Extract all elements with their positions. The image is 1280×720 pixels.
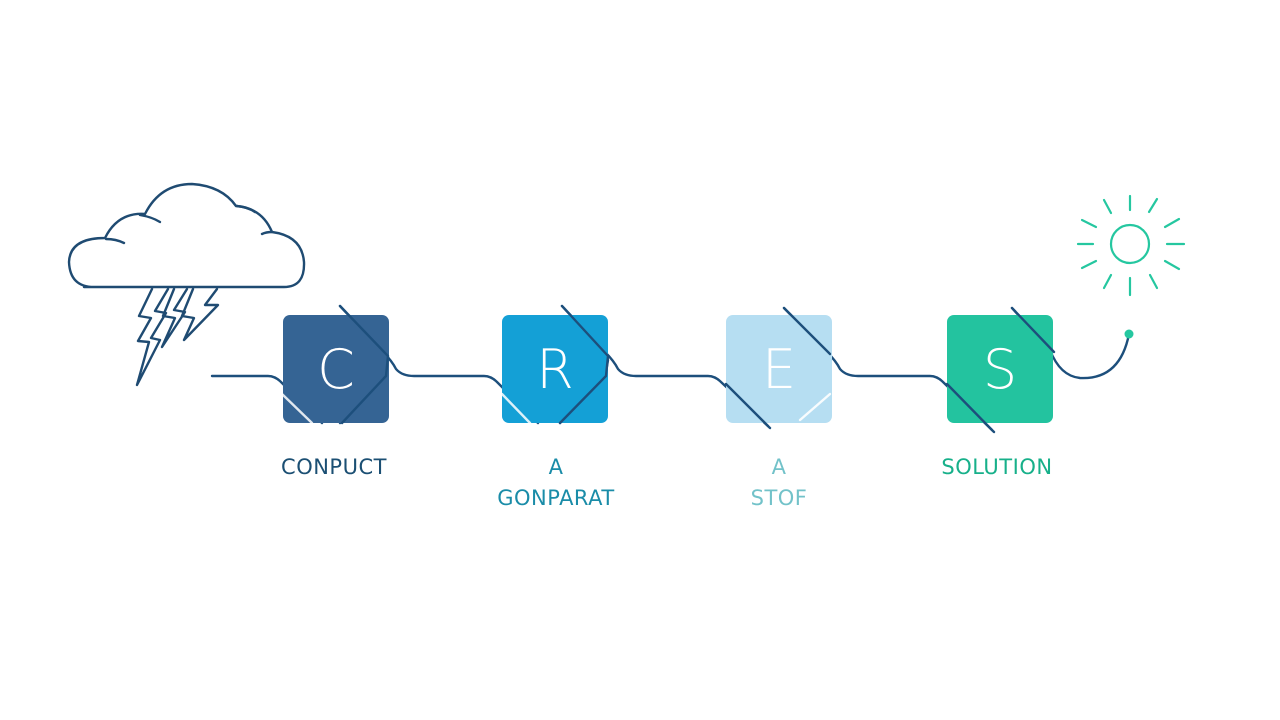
step-box-r: R bbox=[502, 315, 608, 423]
step-box-conflict: C bbox=[283, 315, 389, 423]
step-letter: R bbox=[536, 337, 574, 401]
label-line: STOF bbox=[750, 486, 808, 510]
step-letter: S bbox=[982, 337, 1018, 401]
label-line: CONPUCT bbox=[281, 455, 387, 479]
step-letter: C bbox=[317, 337, 355, 401]
step-label-e: A STOF bbox=[679, 452, 879, 514]
label-line: SOLUTION bbox=[941, 455, 1053, 479]
sun-icon bbox=[1076, 194, 1186, 297]
step-label-r: A GONPARAT bbox=[456, 452, 656, 514]
label-line: GONPARAT bbox=[497, 486, 615, 510]
storm-cloud-icon bbox=[67, 182, 306, 387]
step-letter: E bbox=[761, 337, 797, 401]
endpoint-dot bbox=[1124, 329, 1134, 339]
step-label-conflict: CONPUCT bbox=[234, 452, 434, 483]
label-line: A bbox=[771, 455, 787, 479]
step-box-e: E bbox=[726, 315, 832, 423]
step-label-solution: SOLUTION bbox=[897, 452, 1097, 483]
label-line: A bbox=[548, 455, 564, 479]
step-box-solution: S bbox=[947, 315, 1053, 423]
